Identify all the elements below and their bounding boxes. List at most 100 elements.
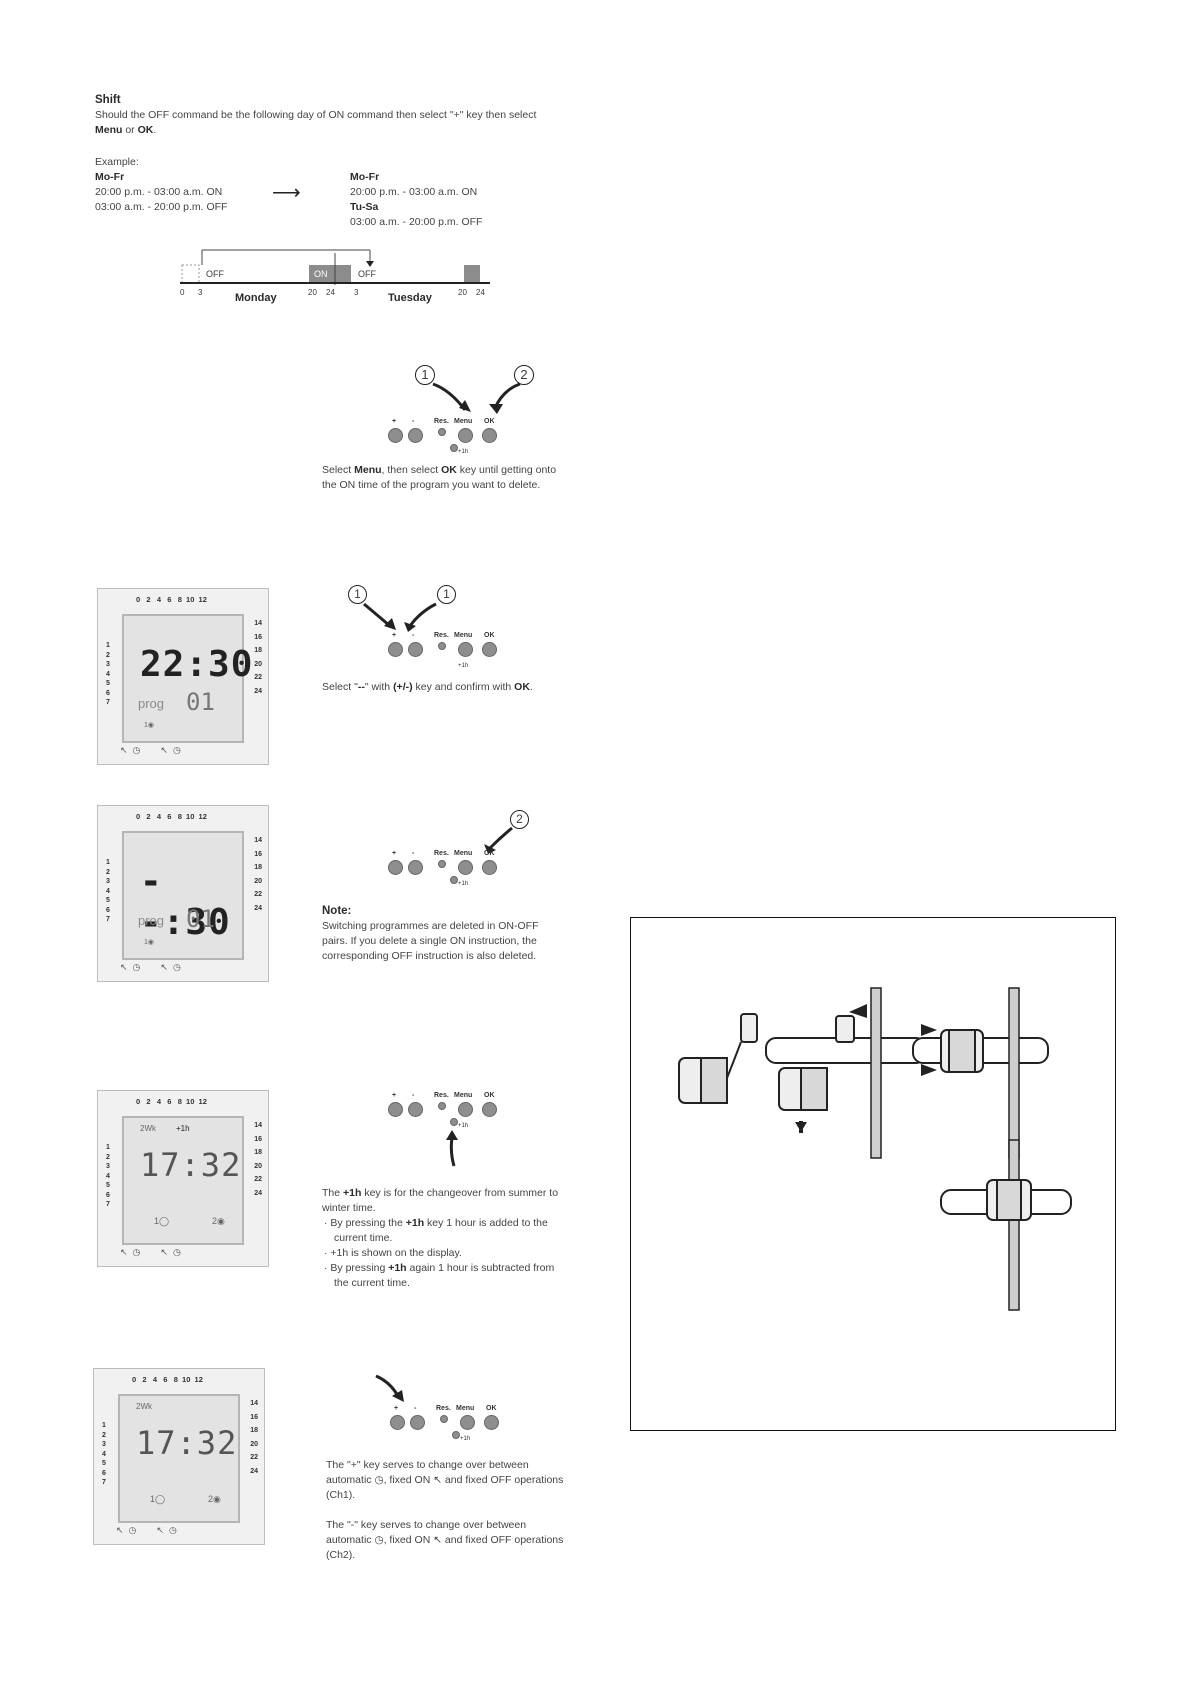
delete-text-c: , then select xyxy=(381,464,442,476)
res-key[interactable] xyxy=(438,860,446,868)
example-right-row2: 03:00 a.m. - 20:00 p.m. OFF xyxy=(350,216,483,228)
plus1h-key[interactable] xyxy=(450,1118,458,1126)
shift-ok: OK xyxy=(137,124,154,136)
minus-key[interactable] xyxy=(410,1415,425,1430)
plus-key[interactable] xyxy=(388,1102,403,1117)
minus-key[interactable] xyxy=(408,1102,423,1117)
minus-key[interactable] xyxy=(408,642,423,657)
key-strip-3: + - Res. Menu OK +1h xyxy=(388,850,518,892)
plus-key[interactable] xyxy=(388,642,403,657)
step-plusminus-text: The "+" key serves to change over betwee… xyxy=(326,1458,566,1563)
lcd-time: 17:32 xyxy=(140,1146,242,1184)
shift-section: Shift Should the OFF command be the foll… xyxy=(95,93,575,138)
lcd-time: 22:30 xyxy=(140,644,254,685)
lcd-week: 2Wk xyxy=(136,1402,152,1411)
key-label-plus1h: +1h xyxy=(458,449,469,455)
mode-icons: ↖ ◷ ↖ ◷ xyxy=(120,745,181,755)
lcd-time: 17:32 xyxy=(136,1424,238,1462)
hour-scale-top: 0 2 4 6 8 10 12 xyxy=(136,812,207,821)
ok-key[interactable] xyxy=(482,1102,497,1117)
menu-key[interactable] xyxy=(458,428,473,443)
ok-key[interactable] xyxy=(482,642,497,657)
menu-key[interactable] xyxy=(460,1415,475,1430)
ok-key[interactable] xyxy=(484,1415,499,1430)
example-label: Example: xyxy=(95,156,139,168)
delete-text-ok: OK xyxy=(441,464,457,476)
up-arrow-icon xyxy=(446,1130,458,1167)
menu-key[interactable] xyxy=(458,860,473,875)
minus-key[interactable] xyxy=(408,428,423,443)
mode-icons: ↖ ◷ ↖ ◷ xyxy=(120,962,181,972)
minus-key[interactable] xyxy=(408,860,423,875)
delete-text-e: key until getting onto the ON time of th… xyxy=(322,464,557,491)
lcd-screen: 2Wk +1h 17:32 1◯ 2◉ xyxy=(122,1116,244,1245)
lcd-prog-number: 01 xyxy=(186,688,215,716)
step-1h-text: The +1h key is for the changeover from s… xyxy=(322,1187,559,1289)
ok-key[interactable] xyxy=(482,860,497,875)
tick-20b: 20 xyxy=(458,288,467,297)
timeline-graphic xyxy=(180,249,490,285)
tick-20: 20 xyxy=(308,288,317,297)
mode-icons: ↖ ◷ ↖ ◷ xyxy=(116,1525,177,1535)
note-arrow xyxy=(484,826,513,854)
callout-1b: 1 xyxy=(437,585,456,604)
ok-key[interactable] xyxy=(482,428,497,443)
key-strip-5: + - Res. Menu OK +1h xyxy=(390,1405,520,1447)
plus-key-text: The "+" key serves to change over betwee… xyxy=(326,1459,564,1501)
plus1h-key[interactable] xyxy=(450,876,458,884)
channel-1-icon: 1◯ xyxy=(154,1216,170,1226)
timeline-on: ON xyxy=(314,269,328,279)
tick-3b: 3 xyxy=(354,288,359,297)
shift-text: Should the OFF command be the following … xyxy=(95,108,575,138)
plus-key[interactable] xyxy=(388,428,403,443)
timeline-monday: Monday xyxy=(235,292,277,304)
mode-icons: ↖ ◷ ↖ ◷ xyxy=(120,1247,181,1257)
res-key[interactable] xyxy=(438,642,446,650)
arrow-right-icon: ⟶ xyxy=(272,182,301,204)
lcd-screen: --:30 prog 01 1◉ xyxy=(122,831,244,960)
minus-key-text: The "-" key serves to change over betwee… xyxy=(326,1519,564,1561)
example-left-row1: 20:00 p.m. - 03:00 a.m. ON xyxy=(95,186,223,198)
example-left: Example: Mo-Fr 20:00 p.m. - 03:00 a.m. O… xyxy=(95,155,295,215)
channel-2-icon: 2◉ xyxy=(208,1494,221,1504)
step-delete-text: Select Menu, then select OK key until ge… xyxy=(322,463,562,493)
plus-key[interactable] xyxy=(390,1415,405,1430)
shift-title: Shift xyxy=(95,94,121,106)
key-label-res: Res. xyxy=(434,418,449,425)
note-title: Note: xyxy=(322,905,352,917)
key-strip-2: + - Res. Menu OK +1h xyxy=(388,632,518,674)
lcd-week: 2Wk xyxy=(140,1124,156,1133)
shift-or: or xyxy=(122,124,138,136)
callout-2: 2 xyxy=(514,365,534,385)
installation-illustration-frame xyxy=(630,917,1116,1431)
select-arrows xyxy=(363,602,437,632)
res-key[interactable] xyxy=(438,1102,446,1110)
menu-key[interactable] xyxy=(458,1102,473,1117)
key-strip-4: + - Res. Menu OK +1h xyxy=(388,1092,518,1134)
key-label-minus: - xyxy=(412,418,415,425)
lcd-prog-label: prog xyxy=(138,696,165,711)
callout-arrows xyxy=(432,382,521,414)
plus1h-key[interactable] xyxy=(450,444,458,452)
tick-24: 24 xyxy=(326,288,335,297)
lcd-prog-label: prog xyxy=(138,913,165,928)
shift-line1: Should the OFF command be the following … xyxy=(95,109,537,121)
res-key[interactable] xyxy=(440,1415,448,1423)
delete-text-a: Select xyxy=(322,464,355,476)
res-key[interactable] xyxy=(438,428,446,436)
shift-menu: Menu xyxy=(95,124,123,136)
note-block: Note: Switching programmes are deleted i… xyxy=(322,904,562,964)
key-label-ok: OK xyxy=(484,418,495,425)
menu-key[interactable] xyxy=(458,642,473,657)
plus1h-key[interactable] xyxy=(452,1431,460,1439)
note-body: Switching programmes are deleted in ON-O… xyxy=(322,920,539,962)
plus-key[interactable] xyxy=(388,860,403,875)
